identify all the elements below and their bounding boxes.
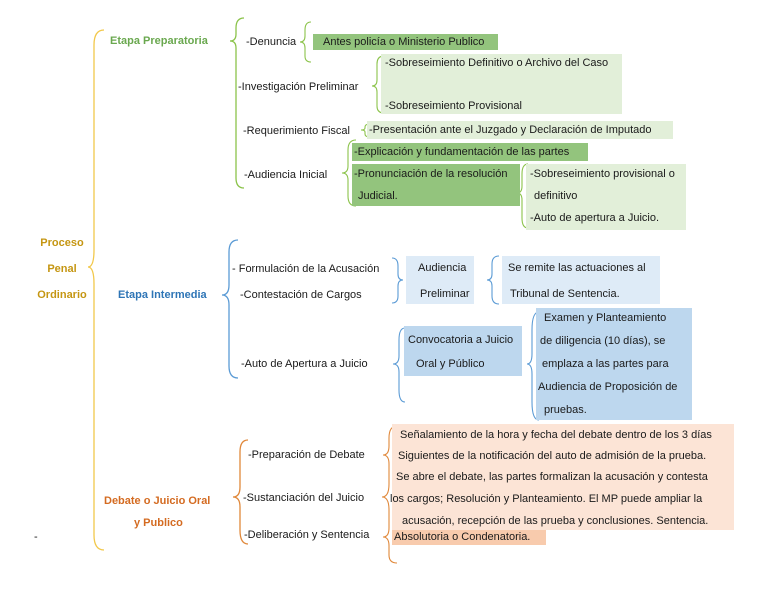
- requerimiento-detail-box: -Presentación ante el Juzgado y Declarac…: [367, 121, 673, 139]
- examen-line4: Audiencia de Proposición de: [538, 381, 678, 393]
- footnote-dash: -: [34, 531, 38, 543]
- resultado-box: -Sobreseimiento provisional o definitivo…: [526, 164, 686, 230]
- root-line2: Penal: [47, 263, 77, 275]
- debate-detail-box: Señalamiento de la hora y fecha del deba…: [390, 424, 734, 530]
- label-contestacion: -Contestación de Cargos: [240, 289, 362, 301]
- explicacion-box: -Explicación y fundamentación de las par…: [352, 143, 588, 161]
- debate-detail-line2: Siguientes de la notificación del auto d…: [398, 450, 707, 462]
- remite-line2: Tribunal de Sentencia.: [510, 288, 620, 300]
- sobreseimiento-provisional-text: -Sobreseimiento Provisional: [385, 100, 522, 112]
- stage-intermedia: Etapa Intermedia: [118, 289, 207, 301]
- pronunciacion-box: -Pronunciación de la resolución Judicial…: [352, 164, 520, 206]
- explicacion-text: -Explicación y fundamentación de las par…: [354, 146, 570, 158]
- veredicto-box: Absolutoria o Condenatoria.: [392, 530, 546, 545]
- denuncia-detail-text: Antes policía o Ministerio Publico: [323, 36, 485, 48]
- examen-line2: de diligencia (10 días), se: [540, 335, 666, 347]
- debate-detail-line3: Se abre el debate, las partes formalizan…: [396, 471, 708, 483]
- resultado-line2: definitivo: [534, 190, 578, 202]
- audiencia-preliminar-line2: Preliminar: [420, 288, 470, 300]
- root-line1: Proceso: [40, 237, 84, 249]
- examen-line5: pruebas.: [544, 404, 587, 416]
- label-deliberacion: -Deliberación y Sentencia: [244, 529, 370, 541]
- requerimiento-detail-text: -Presentación ante el Juzgado y Declarac…: [369, 124, 652, 136]
- convocatoria-box: Convocatoria a Juicio Oral y Público: [404, 326, 522, 376]
- sobreseimiento-definitivo-text: -Sobreseimiento Definitivo o Archivo del…: [385, 57, 609, 69]
- label-formulacion: - Formulación de la Acusación: [232, 263, 380, 275]
- root-line3: Ordinario: [37, 289, 87, 301]
- label-sustanciacion: -Sustanciación del Juicio: [243, 492, 365, 504]
- remite-line1: Se remite las actuaciones al: [508, 262, 646, 274]
- resultado-line1: -Sobreseimiento provisional o: [530, 168, 675, 180]
- label-denuncia: -Denuncia: [246, 36, 297, 48]
- audiencia-preliminar-box: Audiencia Preliminar: [406, 256, 474, 304]
- root-node: Proceso Penal Ordinario: [27, 236, 97, 302]
- pronunciacion-line1: -Pronunciación de la resolución: [354, 168, 508, 180]
- denuncia-detail-box: Antes policía o Ministerio Publico: [313, 34, 498, 50]
- convocatoria-line2: Oral y Público: [416, 358, 485, 370]
- stage-debate-line2: y Publico: [134, 517, 183, 529]
- debate-detail-line4: los cargos; Resolución y Planteamiento. …: [390, 493, 703, 505]
- convocatoria-line1: Convocatoria a Juicio: [408, 334, 514, 346]
- stage-debate-line1: Debate o Juicio Oral: [104, 495, 211, 507]
- examen-box: Examen y Planteamiento de diligencia (10…: [536, 308, 692, 420]
- pronunciacion-line2: Judicial.: [358, 190, 398, 202]
- audiencia-preliminar-line1: Audiencia: [418, 262, 467, 274]
- label-investigacion: -Investigación Preliminar: [238, 81, 359, 93]
- examen-line3: emplaza a las partes para: [542, 358, 669, 370]
- examen-line1: Examen y Planteamiento: [544, 312, 667, 324]
- label-auto-apertura: -Auto de Apertura a Juicio: [241, 358, 368, 370]
- label-preparacion: -Preparación de Debate: [248, 449, 365, 461]
- stage-preparatoria: Etapa Preparatoria: [110, 35, 208, 47]
- investigacion-detail-box: -Sobreseimiento Definitivo o Archivo del…: [381, 54, 622, 114]
- label-requerimiento: -Requerimiento Fiscal: [243, 125, 350, 137]
- remite-box: Se remite las actuaciones al Tribunal de…: [502, 256, 660, 304]
- debate-detail-line5: acusación, recepción de las prueba y con…: [402, 515, 709, 527]
- label-audiencia-inicial: -Audiencia Inicial: [244, 169, 328, 181]
- debate-detail-line1: Señalamiento de la hora y fecha del deba…: [400, 429, 712, 441]
- veredicto-text: Absolutoria o Condenatoria.: [394, 531, 531, 543]
- resultado-line3: -Auto de apertura a Juicio.: [530, 212, 660, 224]
